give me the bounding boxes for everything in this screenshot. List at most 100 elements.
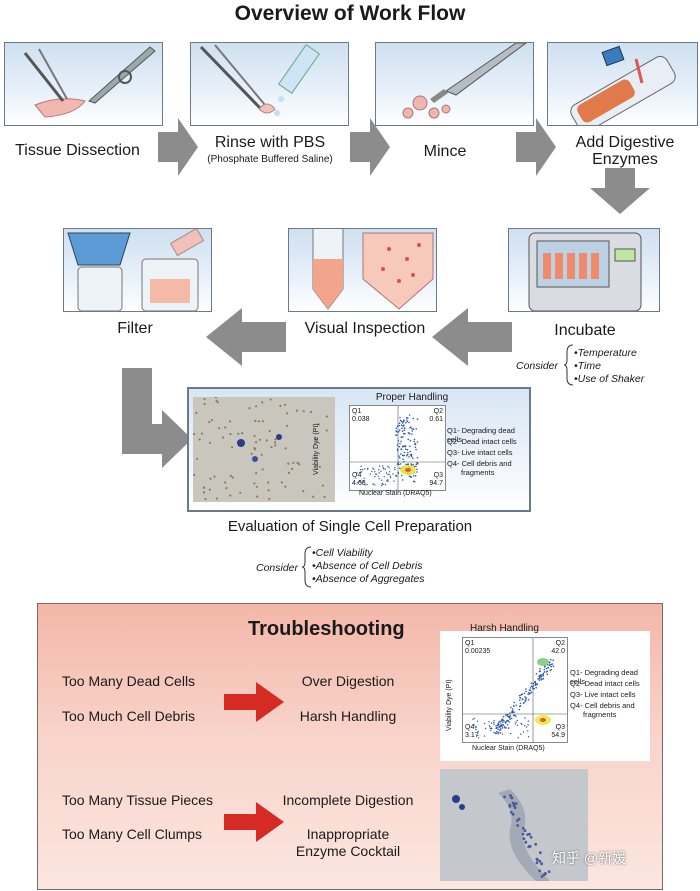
texture-dot — [538, 859, 542, 863]
texture-dot — [359, 471, 361, 474]
texture-dot — [383, 468, 385, 470]
texture-dot — [409, 450, 412, 453]
texture-dot — [321, 484, 324, 487]
texture-dot — [292, 461, 295, 464]
texture-dot — [399, 463, 402, 465]
texture-dot — [290, 467, 294, 470]
texture-dot — [548, 662, 551, 664]
dissection-illustration — [23, 46, 156, 118]
texture-dot — [204, 497, 207, 501]
texture-dot — [513, 701, 516, 704]
texture-dot — [475, 726, 477, 728]
texture-dot — [214, 397, 218, 399]
texture-dot — [378, 465, 381, 467]
texture-dot — [527, 730, 529, 732]
texture-dot — [396, 425, 399, 428]
arrow-left-2 — [206, 308, 286, 366]
texture-dot — [504, 721, 506, 723]
texture-dot — [397, 462, 400, 464]
texture-dot — [389, 476, 392, 479]
texture-dot — [504, 727, 506, 729]
texture-dot — [530, 691, 533, 694]
watermark: 知乎 @新媛 — [552, 850, 627, 866]
texture-dot — [505, 722, 507, 724]
texture-dot — [396, 448, 399, 450]
texture-dot — [523, 702, 525, 704]
texture-dot — [536, 683, 539, 685]
texture-dot — [403, 427, 406, 430]
texture-dot — [510, 796, 514, 800]
texture-dot — [400, 424, 403, 426]
texture-dot — [538, 677, 540, 680]
texture-dot — [478, 737, 480, 739]
texture-dot — [386, 480, 388, 482]
proper-x-axis: Nuclear Stain (DRAQ5) — [359, 490, 432, 497]
proper-legend-q4-cont: fragments — [461, 468, 495, 477]
texture-dot — [493, 731, 495, 734]
texture-dot — [501, 719, 503, 721]
arrow-elbow-evaluation — [122, 368, 192, 468]
texture-dot — [507, 713, 509, 716]
texture-dot — [398, 422, 401, 424]
texture-dot — [412, 457, 414, 459]
texture-dot — [513, 711, 515, 713]
page-title: Overview of Work Flow — [234, 2, 466, 25]
proper-legend-q4: Q4- Cell debris and — [447, 459, 512, 468]
texture-dot — [397, 439, 400, 442]
texture-dot — [408, 414, 411, 416]
consider-item-shaker: •Use of Shaker — [574, 373, 645, 385]
rinse-title: Rinse with PBS — [214, 134, 326, 151]
texture-dot — [387, 480, 389, 482]
texture-dot — [533, 681, 536, 683]
texture-dot — [523, 692, 526, 695]
texture-dot — [393, 480, 395, 482]
texture-dot — [384, 468, 386, 470]
texture-dot — [497, 732, 500, 735]
texture-dot — [502, 723, 504, 726]
consider-evaluation-list: •Cell Viability •Absence of Cell Debris … — [312, 547, 424, 586]
texture-dot — [522, 837, 526, 840]
texture-dot — [407, 432, 410, 434]
texture-dot — [519, 705, 522, 707]
texture-dot — [253, 434, 256, 437]
brace-icon — [564, 344, 574, 386]
texture-dot — [412, 480, 415, 483]
texture-dot — [387, 479, 389, 481]
texture-dot — [398, 463, 400, 466]
step-label-filter: Filter — [117, 320, 153, 337]
texture-dot — [323, 495, 326, 498]
texture-dot — [500, 722, 502, 724]
texture-dot — [549, 669, 551, 672]
texture-dot — [547, 870, 551, 873]
texture-dot — [411, 430, 414, 432]
texture-dot — [224, 481, 227, 484]
texture-dot — [525, 697, 528, 699]
texture-dot — [513, 806, 517, 810]
texture-dot — [521, 832, 525, 836]
texture-dot — [497, 731, 499, 733]
texture-dot — [509, 718, 511, 720]
texture-dot — [497, 723, 499, 725]
texture-dot — [381, 482, 383, 485]
texture-dot — [535, 684, 537, 687]
texture-dot — [403, 424, 405, 426]
texture-dot — [409, 454, 412, 456]
texture-dot — [237, 432, 240, 435]
texture-dot — [248, 407, 251, 410]
texture-dot — [525, 688, 527, 690]
texture-dot — [503, 795, 506, 799]
consider-item-temperature: •Temperature — [574, 347, 637, 359]
texture-dot — [416, 441, 419, 443]
texture-dot — [488, 725, 491, 727]
texture-dot — [268, 497, 271, 501]
texture-dot — [231, 446, 234, 449]
texture-dot — [202, 486, 205, 489]
texture-dot — [525, 698, 527, 700]
texture-dot — [312, 495, 315, 498]
texture-dot — [540, 875, 544, 878]
texture-dot — [208, 421, 211, 424]
texture-dot — [380, 484, 383, 486]
